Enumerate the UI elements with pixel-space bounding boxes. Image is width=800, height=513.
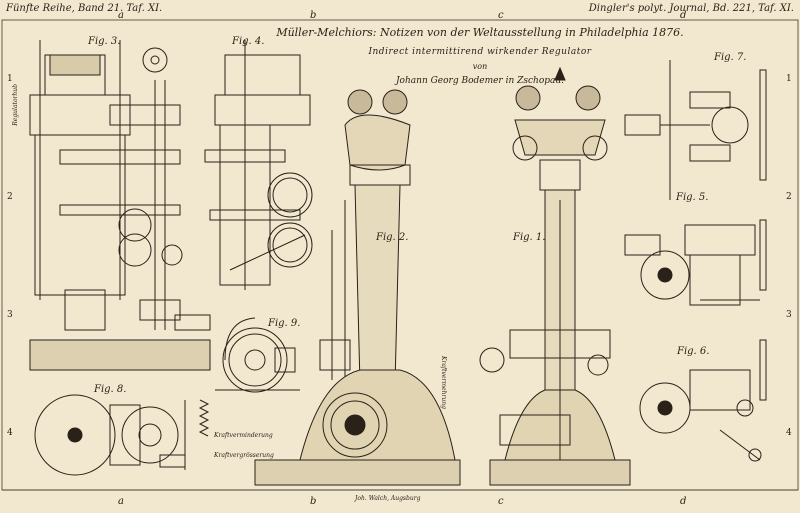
figure-label-3: Fig. 3. — [88, 36, 121, 47]
figure-label-1: Fig. 1. — [513, 232, 546, 243]
row-mark-1: 1 — [7, 74, 13, 84]
row-mark-4: 4 — [7, 428, 13, 438]
plate-title: Müller-Melchiors: Notizen von der Weltau… — [276, 26, 684, 39]
figure-1-drawing — [479, 66, 631, 486]
figure-2-drawing — [254, 89, 461, 486]
annotation-kraftvergroesserung: Kraftvergrösserung — [214, 452, 274, 459]
figure-7-drawing — [624, 60, 767, 200]
plate-title-von: von — [472, 62, 488, 71]
row-mark-4-right: 4 — [786, 428, 792, 438]
figure-label-8: Fig. 8. — [94, 384, 127, 395]
column-mark-c: c — [498, 10, 504, 21]
column-mark-b: b — [310, 10, 317, 21]
plate-header-right: Dingler's polyt. Journal, Bd. 221, Taf. … — [588, 3, 794, 14]
plate-author: Johann Georg Bodemer in Zschopau. — [395, 76, 565, 86]
row-mark-3-right: 3 — [786, 310, 792, 320]
annotation-regulator-hub: Regulatorhub — [12, 84, 19, 126]
figure-label-6: Fig. 6. — [677, 346, 710, 357]
figure-5-drawing — [624, 219, 767, 306]
figure-3-drawing — [29, 40, 211, 371]
plate-title-block: Müller-Melchiors: Notizen von der Weltau… — [260, 26, 700, 86]
column-mark-a-bottom: a — [118, 496, 124, 507]
figure-label-9: Fig. 9. — [268, 318, 301, 329]
column-mark-b-bottom: b — [310, 496, 317, 507]
annotation-kraftvermehrung: Kraftvermehrung — [440, 356, 447, 409]
figure-label-4: Fig. 4. — [232, 36, 265, 47]
row-mark-3: 3 — [7, 310, 13, 320]
figure-label-7: Fig. 7. — [714, 52, 747, 63]
figure-4-drawing — [204, 40, 313, 290]
figure-6-drawing — [639, 339, 767, 462]
plate-subtitle: Indirect intermittirend wirkender Regula… — [368, 47, 592, 57]
figure-9-drawing — [215, 317, 300, 393]
row-mark-2: 2 — [7, 192, 13, 202]
figure-label-5: Fig. 5. — [676, 192, 709, 203]
row-mark-2-right: 2 — [786, 192, 792, 202]
row-mark-1-right: 1 — [786, 74, 792, 84]
printer-imprint: Joh. Walch, Augsburg — [355, 495, 421, 502]
column-mark-a: a — [118, 10, 124, 21]
figure-8-drawing — [34, 394, 210, 476]
column-mark-d: d — [680, 10, 687, 21]
plate-header-left: Fünfte Reihe, Band 21. Taf. XI. — [6, 3, 163, 14]
column-mark-c-bottom: c — [498, 496, 504, 507]
figure-label-2: Fig. 2. — [376, 232, 409, 243]
column-mark-d-bottom: d — [680, 496, 687, 507]
annotation-kraftverminderung: Kraftverminderung — [214, 432, 273, 439]
